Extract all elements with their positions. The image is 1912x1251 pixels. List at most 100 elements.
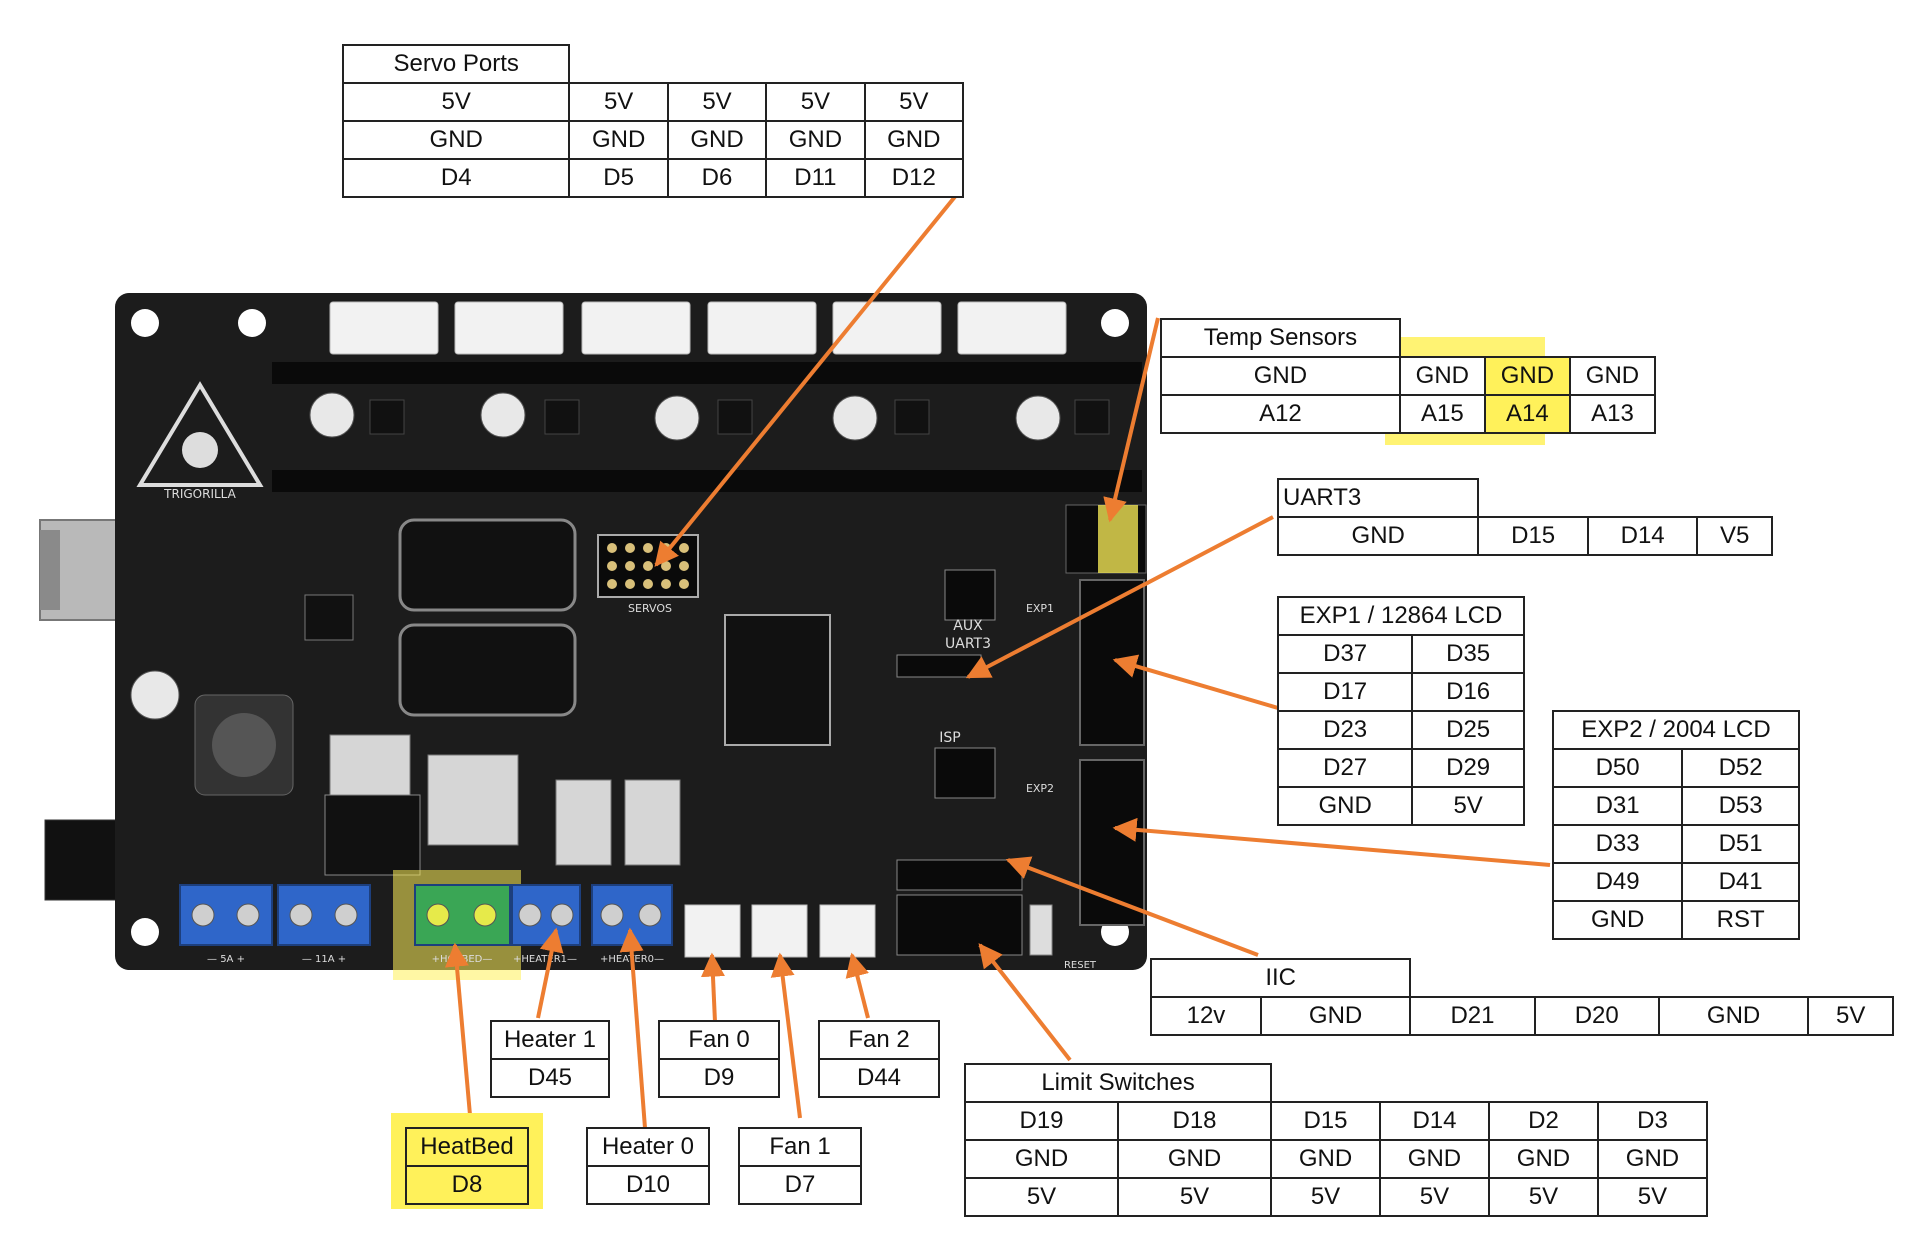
table-cell: D17 (1276, 672, 1414, 712)
inductor-core (212, 713, 276, 777)
capacitor-1 (398, 518, 577, 612)
table-cell: 5V (765, 82, 866, 122)
table-cell: GND (1551, 900, 1684, 940)
term5a-silk: — 5A + (207, 954, 245, 965)
table-cell: D4 (341, 158, 571, 198)
table-row: GND D15 D14 V5 (1276, 516, 1773, 556)
heater0-title: Heater 0 (586, 1127, 710, 1167)
mosfets (329, 734, 681, 866)
table-cell: D15 (1270, 1101, 1381, 1141)
table-cell: GND (1378, 1139, 1490, 1179)
fan1-pin: D7 (738, 1165, 862, 1205)
table-cell: D11 (765, 158, 866, 198)
fan2-title: Fan 2 (818, 1020, 940, 1060)
table-cell: 5V (1117, 1177, 1272, 1217)
table-cell: D53 (1681, 786, 1800, 826)
arrow-limit-switches (978, 943, 1072, 1062)
fan1-title: Fan 1 (738, 1127, 862, 1167)
heatbed-title: HeatBed (405, 1127, 529, 1167)
table-cell: GND (1657, 996, 1810, 1036)
trigorilla-logo-face (182, 432, 218, 468)
table-cell: GND (341, 120, 571, 160)
fan1-table: Fan 1 D7 (738, 1127, 862, 1205)
table-cell: D41 (1681, 862, 1800, 902)
table-cell: V5 (1696, 516, 1773, 556)
table-cell: D49 (1551, 862, 1684, 902)
temp-sensors-title: Temp Sensors (1160, 318, 1401, 358)
endstop-header (896, 894, 1023, 956)
table-cell: D16 (1411, 672, 1525, 712)
table-cell: 5V (341, 82, 571, 122)
heater1-title: Heater 1 (490, 1020, 610, 1060)
arrow-uart3 (965, 515, 1274, 679)
table-cell: GND (1483, 356, 1571, 396)
temp-sensor-highlight (1098, 505, 1138, 573)
table-cell: GND (765, 120, 866, 160)
exp1-silk: EXP1 (1026, 602, 1054, 615)
table-cell: GND (1117, 1139, 1272, 1179)
driver-header-strip (272, 362, 1142, 384)
mount-hole (238, 309, 266, 337)
table-cell: GND (1596, 1139, 1709, 1179)
table-cell: GND (1259, 996, 1412, 1036)
limit-switches-table: Limit Switches D19 D18 D15 D14 D2 D3 GND… (964, 1063, 1709, 1217)
limit-switches-title: Limit Switches (964, 1063, 1272, 1103)
isp-header (934, 747, 996, 799)
table-cell: D15 (1477, 516, 1589, 556)
table-cell: D50 (1551, 748, 1684, 788)
mount-hole (131, 309, 159, 337)
uart3-table: UART3 GND D15 D14 V5 (1276, 478, 1773, 556)
table-cell: D5 (568, 158, 669, 198)
servo-ports-table: Servo Ports 5V 5V 5V 5V 5V GND GND GND G… (341, 44, 965, 198)
servo-ports-title: Servo Ports (341, 44, 571, 84)
table-cell: 5V (1378, 1177, 1490, 1217)
heatbed-table: HeatBed D8 (405, 1127, 529, 1205)
table-cell: D2 (1487, 1101, 1599, 1141)
isp-silk: ISP (939, 730, 960, 746)
table-cell: D35 (1411, 634, 1525, 674)
table-row: 5V 5V 5V 5V 5V 5V (964, 1177, 1709, 1217)
table-cell: GND (1487, 1139, 1599, 1179)
uart3-header (896, 654, 982, 678)
fan-connectors (684, 904, 876, 958)
table-row: GND GND GND GND (1160, 356, 1657, 396)
table-cell: D3 (1596, 1101, 1709, 1141)
mount-hole (131, 918, 159, 946)
aux-header (944, 569, 996, 621)
exp2-title: EXP2 / 2004 LCD (1552, 710, 1800, 750)
temp-sensor-connectors (329, 301, 1067, 355)
arrow-servo-ports (654, 191, 960, 567)
table-row: GND GND GND GND GND (341, 120, 965, 160)
trigorilla-logo (136, 381, 264, 487)
uart3-title: UART3 (1276, 478, 1480, 518)
arrow-fan1 (770, 952, 802, 1119)
table-cell: 5V (1411, 786, 1525, 826)
table-cell: A12 (1160, 394, 1401, 434)
driver-capacitors (309, 392, 1061, 441)
table-cell: 5V (1807, 996, 1894, 1036)
table-cell: D25 (1411, 710, 1525, 750)
fan0-title: Fan 0 (658, 1020, 780, 1060)
heater1-silk: +HEATER1— (513, 954, 577, 965)
arrow-iic (1005, 856, 1259, 957)
callout-arrows (444, 191, 1551, 1129)
table-cell: D29 (1411, 748, 1525, 788)
arrow-heater1 (536, 927, 564, 1019)
table-cell: 5V (1487, 1177, 1599, 1217)
table-cell: D21 (1409, 996, 1536, 1036)
table-cell: RST (1681, 900, 1800, 940)
table-cell: 5V (964, 1177, 1119, 1217)
table-cell: GND (666, 120, 768, 160)
table-cell: D27 (1276, 748, 1414, 788)
aux-silk: AUX (953, 618, 983, 634)
temp-sensors-table: Temp Sensors GND GND GND GND A12 A15 A14… (1160, 318, 1657, 434)
driver-chips (369, 399, 1110, 435)
usb-connector-face (40, 530, 60, 610)
table-cell: D14 (1378, 1101, 1490, 1141)
